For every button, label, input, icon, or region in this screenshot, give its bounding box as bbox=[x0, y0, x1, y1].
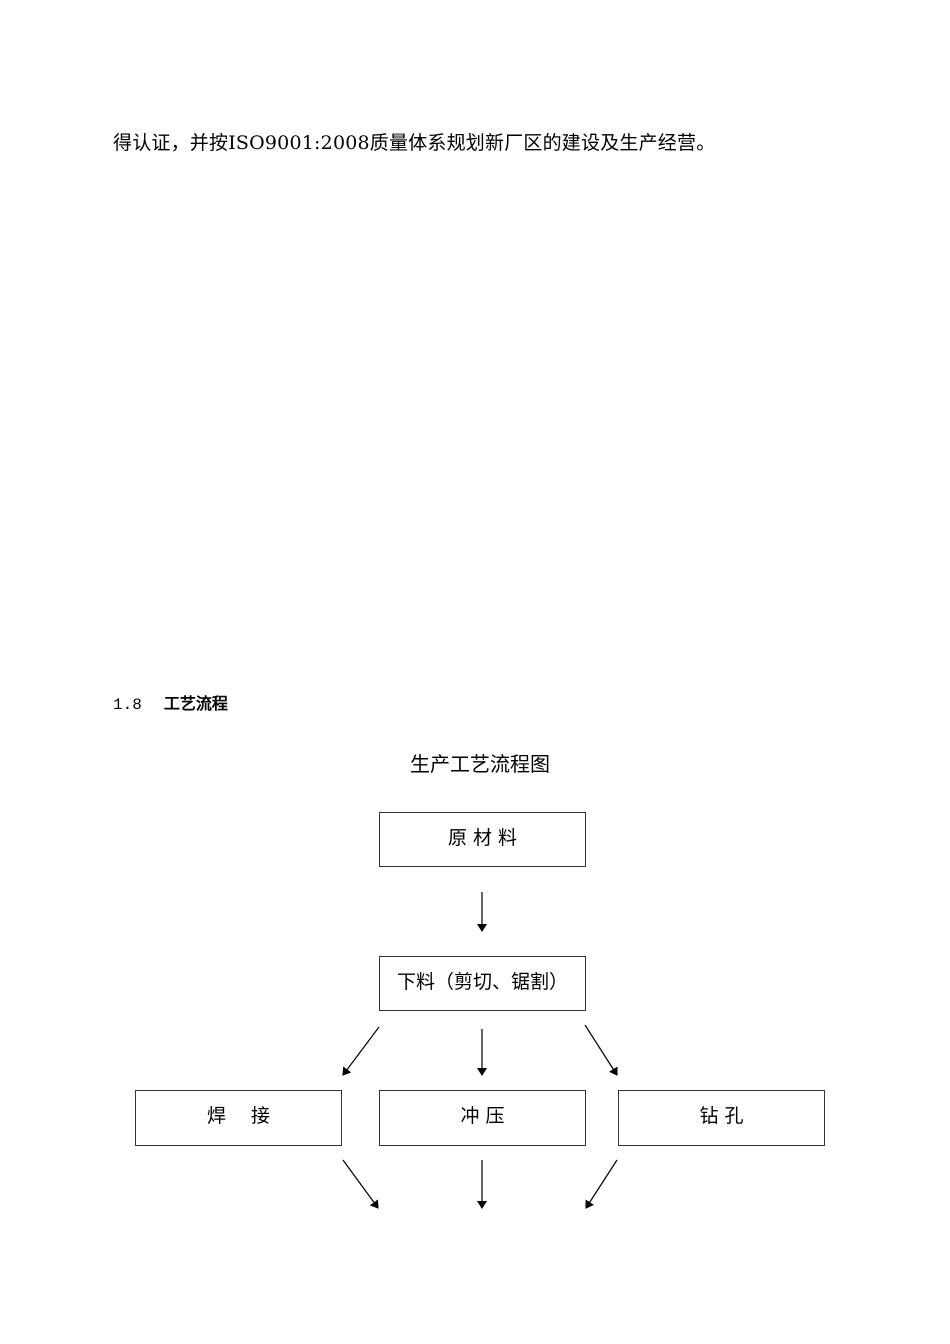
arrow-down-left-icon bbox=[585, 1159, 618, 1209]
flow-node-cutting: 下料（剪切、锯割） bbox=[379, 956, 586, 1011]
arrow-down-right-icon bbox=[584, 1024, 618, 1076]
flow-node-raw-material: 原 材 料 bbox=[379, 812, 586, 867]
arrow-down-right-icon bbox=[342, 1159, 379, 1209]
section-title: 工艺流程 bbox=[163, 694, 228, 713]
section-number: 1.8 bbox=[113, 696, 142, 714]
flow-node-welding: 焊 接 bbox=[135, 1090, 342, 1146]
body-paragraph: 得认证，并按ISO9001:2008质量体系规划新厂区的建设及生产经营。 bbox=[113, 132, 716, 154]
flow-node-drilling: 钻 孔 bbox=[618, 1090, 825, 1146]
flow-node-stamping: 冲 压 bbox=[379, 1090, 586, 1146]
section-heading: 1.8 工艺流程 bbox=[113, 690, 228, 714]
arrow-down-left-icon bbox=[342, 1026, 380, 1076]
figure-title: 生产工艺流程图 bbox=[410, 752, 550, 776]
